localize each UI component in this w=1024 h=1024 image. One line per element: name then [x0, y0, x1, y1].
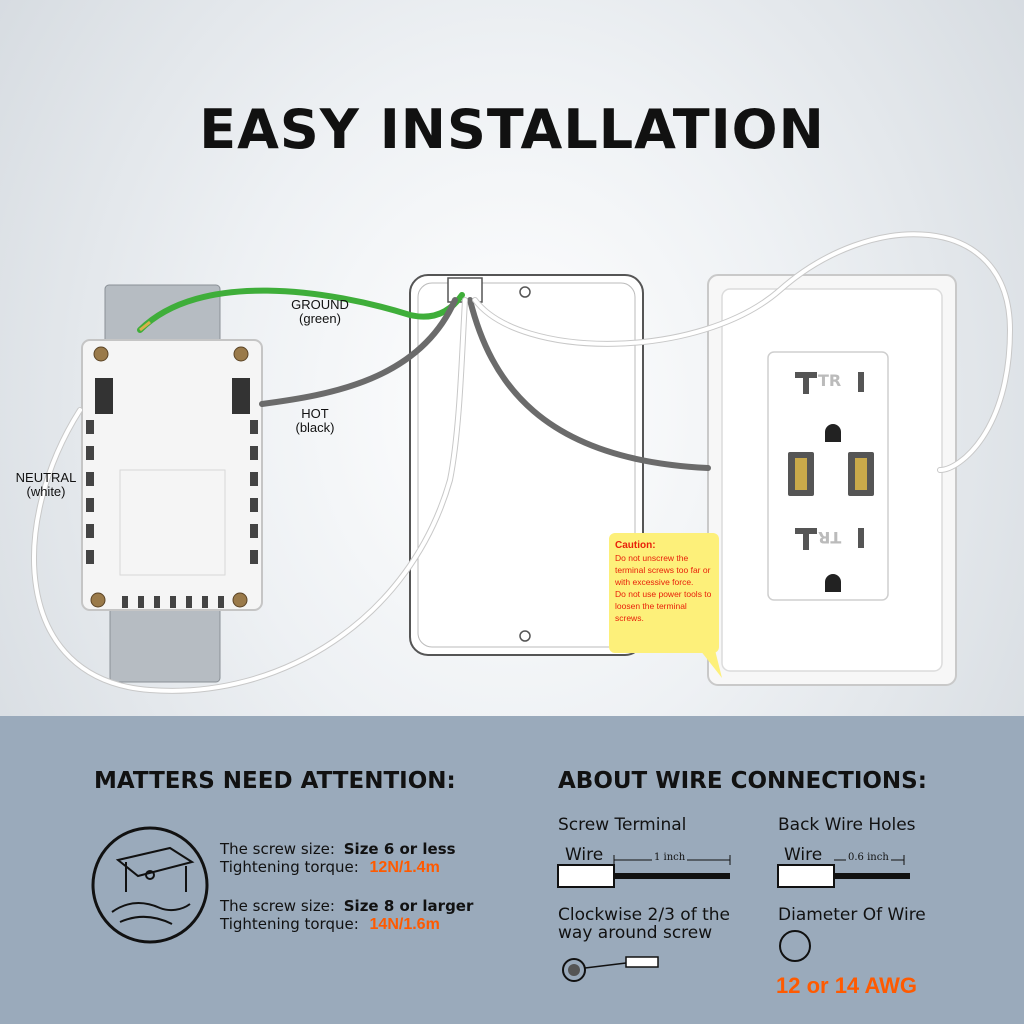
clockwise-line-1: Clockwise 2/3 of the — [558, 905, 730, 925]
mounting-strap-bottom — [109, 599, 221, 683]
terminal-screw-tl — [93, 346, 109, 362]
torque-label-1: Tightening torque: — [220, 858, 359, 876]
neutral-label-sub: (white) — [26, 484, 66, 499]
terminal-screw-tr — [233, 346, 249, 362]
screw-size-row-2: The screw size: Size 8 or larger — [220, 897, 473, 915]
caution-heading: Caution: — [615, 540, 656, 551]
box-screw-hole-top — [519, 286, 531, 298]
screw-terminal-label: Screw Terminal — [558, 815, 687, 835]
ground-hole-top — [825, 424, 841, 442]
torque-row-2: Tightening torque: 14N/1.6m — [220, 915, 440, 934]
slot-bottom-right — [858, 528, 864, 548]
slot-top-right — [858, 372, 864, 392]
neutral-label: NEUTRAL (white) — [8, 471, 84, 499]
wrap-screw-icon — [562, 958, 586, 982]
screw-size-row-1: The screw size: Size 6 or less — [220, 840, 456, 858]
wire-conductor-icon-1 — [614, 873, 730, 879]
terminal-screw-bl — [90, 592, 106, 608]
back-vent-slots — [86, 420, 258, 608]
caution-note: Caution: Do not unscrew the terminal scr… — [609, 533, 719, 653]
attention-heading: MATTERS NEED ATTENTION: — [94, 768, 456, 794]
usb-port-left-inner — [795, 458, 807, 490]
neutral-loop — [473, 232, 1013, 472]
wrap-wire-line — [584, 962, 627, 969]
caution-line-1: Do not unscrew the terminal screws too f… — [615, 553, 711, 587]
box-screw-hole-bottom — [519, 630, 531, 642]
wrap-screw-head — [568, 964, 580, 976]
caution-line-2: Do not use power tools to loosen the ter… — [615, 589, 712, 623]
neutral-wire — [32, 298, 467, 693]
ground-wire-tip — [139, 320, 151, 332]
diameter-label: Diameter Of Wire — [778, 905, 926, 925]
screw-size-value-1: Size 6 or less — [343, 840, 456, 858]
ground-label-text: GROUND — [291, 297, 349, 312]
screw-hand-icon — [111, 846, 195, 925]
torque-value-1: 12N/1.4m — [369, 859, 440, 876]
awg-value: 12 or 14 AWG — [776, 973, 918, 998]
bottom-info-panel — [0, 716, 1024, 1024]
screw-illustration-frame — [91, 826, 209, 944]
ground-label-sub: (green) — [299, 311, 341, 326]
tr-mark-top: TR — [818, 371, 842, 390]
length-label-2: 0.6 inch — [846, 852, 891, 863]
tr-mark-bottom: TR — [818, 528, 842, 547]
length-label-1: 1 inch — [652, 852, 688, 863]
screw-size-label-2: The screw size: — [220, 897, 335, 915]
t-slot-bottom — [795, 528, 817, 550]
wire-insulation-icon-1 — [557, 864, 615, 888]
torque-label-2: Tightening torque: — [220, 915, 359, 933]
torque-value-2: 14N/1.6m — [369, 916, 440, 933]
back-wire-holes-label: Back Wire Holes — [778, 815, 916, 835]
ground-hole-bottom — [825, 574, 841, 592]
ground-label: GROUND (green) — [285, 298, 355, 326]
ground-wire — [137, 287, 465, 333]
outlet-back-body — [81, 339, 263, 611]
page-title: EASY INSTALLATION — [199, 98, 825, 161]
back-wire-hole-right — [232, 378, 250, 414]
torque-row-1: Tightening torque: 12N/1.4m — [220, 858, 440, 877]
hot-wire-back — [259, 297, 458, 407]
hot-label-text: HOT — [301, 406, 329, 421]
terminal-screw-br — [232, 592, 248, 608]
neutral-label-text: NEUTRAL — [15, 470, 77, 485]
back-wire-hole-left — [95, 378, 113, 414]
wire-insulation-icon-2 — [777, 864, 835, 888]
wire-conductor-icon-2 — [834, 873, 910, 879]
junction-box-inner — [417, 282, 636, 648]
wire-word-2: Wire — [784, 845, 823, 865]
hot-label-sub: (black) — [295, 420, 335, 435]
hot-label: HOT (black) — [282, 407, 348, 435]
hot-wire-front — [467, 297, 711, 471]
caution-bubble-tail — [700, 646, 722, 678]
wire-connections-heading: ABOUT WIRE CONNECTIONS: — [558, 768, 927, 794]
screw-size-value-2: Size 8 or larger — [343, 897, 474, 915]
clockwise-line-2: way around screw — [558, 923, 713, 943]
wire-diameter-icon — [779, 930, 811, 962]
screw-size-label-1: The screw size: — [220, 840, 335, 858]
t-slot-top — [795, 372, 817, 394]
wrap-wire-insulation — [625, 956, 659, 968]
junction-box — [409, 274, 644, 656]
label-region — [119, 469, 226, 576]
wire-word-1: Wire — [565, 845, 604, 865]
usb-port-right-inner — [855, 458, 867, 490]
